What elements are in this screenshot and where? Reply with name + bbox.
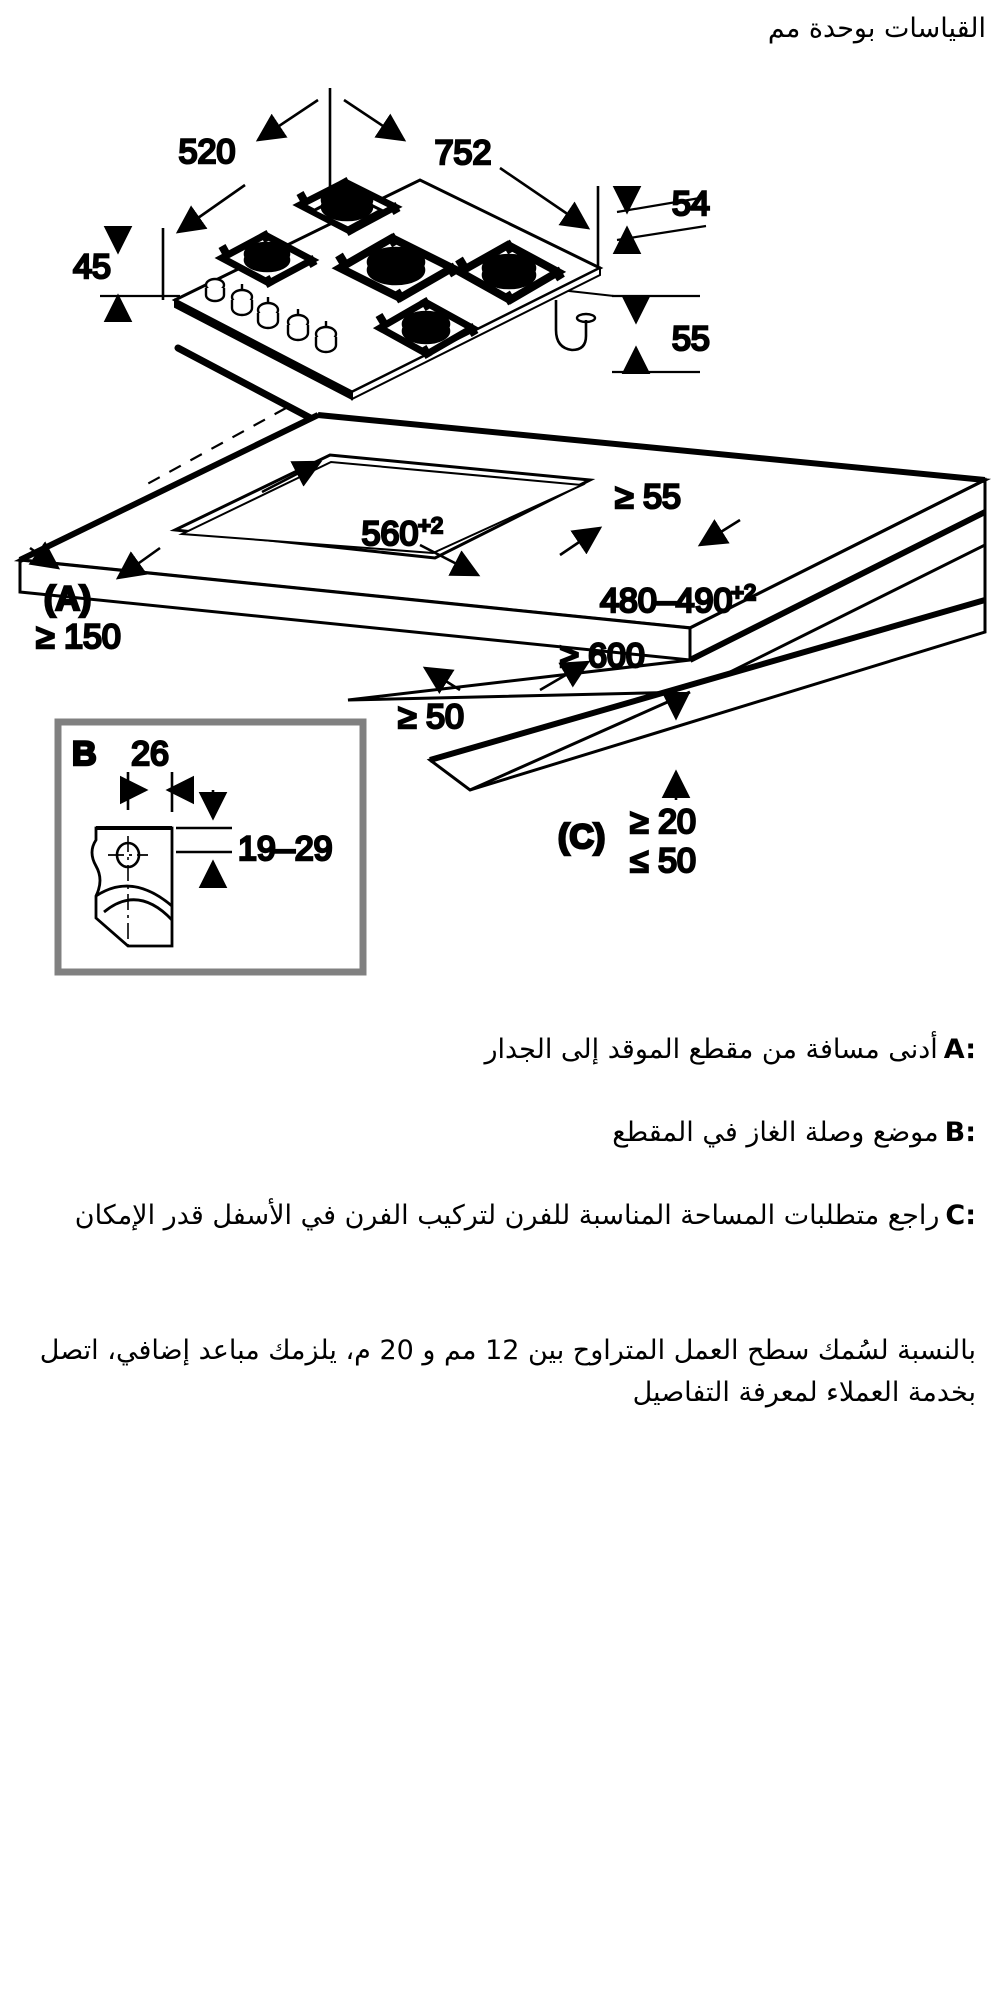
- technical-drawing: 520 752 45 54 55: [13, 88, 992, 976]
- units-note: القياسات بوحدة مم: [767, 13, 986, 44]
- svg-text:480–490: 480–490: [600, 582, 732, 620]
- svg-text:≥ 20: ≥ 20: [630, 803, 696, 841]
- legend-text-b: موضع وصلة الغاز في المقطع: [612, 1117, 939, 1149]
- svg-text:≥ 150: ≥ 150: [36, 618, 121, 656]
- svg-text:54: 54: [672, 185, 710, 223]
- svg-text:(A): (A): [44, 580, 91, 618]
- svg-text:+2: +2: [418, 513, 443, 538]
- legend-key-b: B:: [944, 1117, 976, 1149]
- svg-text:≤ 50: ≤ 50: [630, 842, 696, 880]
- legend-list: A: أدنى مسافة من مقطع الموقد إلى الجدار …: [30, 1030, 976, 1279]
- legend-text-a: أدنى مسافة من مقطع الموقد إلى الجدار: [484, 1034, 938, 1065]
- legend-item-b: B: موضع وصلة الغاز في المقطع: [30, 1113, 976, 1152]
- svg-text:+2: +2: [731, 580, 756, 605]
- legend-key-a: A:: [943, 1034, 976, 1065]
- svg-text:752: 752: [435, 134, 492, 172]
- worktop-thickness-note: بالنسبة لسُمك سطح العمل المتراوح بين 12 …: [39, 1335, 976, 1408]
- svg-text:45: 45: [73, 248, 111, 286]
- legend-item-a: A: أدنى مسافة من مقطع الموقد إلى الجدار: [30, 1030, 976, 1069]
- legend-item-c: C: راجع متطلبات المساحة المناسبة للفرن ل…: [30, 1196, 976, 1235]
- svg-text:19–29: 19–29: [238, 830, 333, 868]
- svg-text:560: 560: [362, 515, 419, 553]
- svg-text:≥ 600: ≥ 600: [560, 637, 645, 675]
- svg-text:B: B: [72, 735, 97, 773]
- legend-text-c: راجع متطلبات المساحة المناسبة للفرن لترك…: [74, 1200, 940, 1232]
- svg-text:520: 520: [179, 133, 236, 171]
- svg-text:(C): (C): [558, 818, 605, 856]
- svg-text:26: 26: [131, 735, 169, 773]
- svg-text:55: 55: [672, 320, 710, 358]
- svg-text:≥ 50: ≥ 50: [398, 698, 464, 736]
- legend-key-c: C:: [945, 1200, 976, 1232]
- svg-text:≥ 55: ≥ 55: [615, 478, 681, 516]
